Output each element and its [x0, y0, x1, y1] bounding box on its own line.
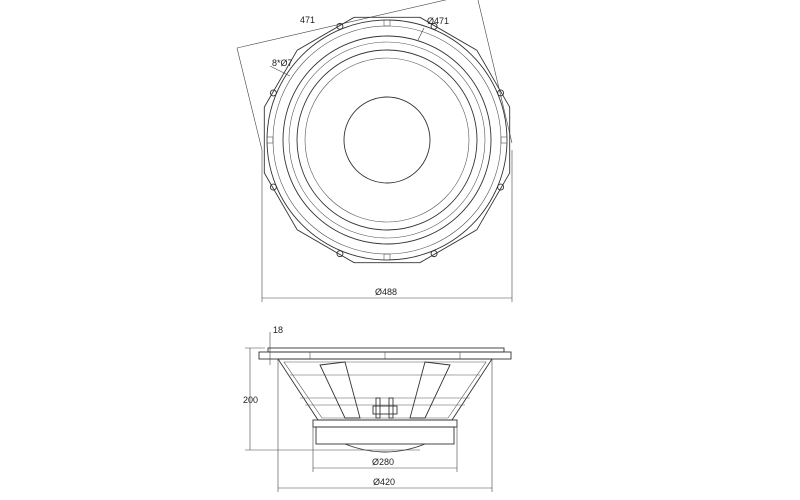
- basket: [277, 358, 493, 421]
- surround-ring: [296, 49, 478, 231]
- dust-cap: [343, 96, 431, 184]
- frame-outline: [263, 16, 511, 264]
- gasket-tab: [500, 136, 508, 144]
- mounting-hole: [336, 250, 344, 258]
- extension-line-left: [236, 47, 263, 151]
- leader-471: [417, 27, 425, 41]
- label-holes: 8*Ø7: [272, 58, 293, 68]
- gasket-tab: [383, 19, 391, 27]
- mounting-hole: [430, 250, 438, 258]
- basket-spoke: [409, 361, 451, 419]
- mounting-hole: [430, 22, 438, 30]
- label-471: 471: [300, 15, 315, 25]
- gasket-tab: [383, 253, 391, 261]
- basket-spoke: [319, 361, 361, 419]
- surround-ring: [288, 41, 486, 239]
- leader-holes: [269, 65, 291, 77]
- gasket-tab: [266, 136, 274, 144]
- extension-line-right: [477, 0, 513, 144]
- side-view: 18 200 Ø280 Ø420: [243, 325, 512, 492]
- gasket: [267, 347, 505, 353]
- surround-ring: [266, 19, 508, 261]
- mounting-hole: [269, 183, 277, 191]
- surround-ring: [272, 25, 502, 255]
- top-view: 471 Ø471 8*Ø7 Ø488: [236, 0, 513, 302]
- label-outer-diameter: Ø471: [427, 16, 449, 26]
- mounting-hole: [497, 89, 505, 97]
- mounting-hole: [336, 22, 344, 30]
- back-plate: [344, 443, 426, 453]
- magnet: [315, 426, 455, 445]
- mounting-hole: [269, 89, 277, 97]
- surround-ring: [304, 57, 470, 223]
- label-magnet-diameter: Ø280: [372, 457, 394, 467]
- label-basket-diameter: Ø420: [373, 477, 395, 487]
- label-flange-thickness: 18: [273, 325, 283, 335]
- surround-ring: [282, 35, 492, 245]
- magnet-top-plate: [312, 419, 458, 428]
- dimension-line-471: [236, 0, 447, 49]
- label-overall-diameter: Ø488: [375, 287, 397, 297]
- label-depth: 200: [243, 395, 258, 405]
- terminal-block: [372, 405, 398, 415]
- mounting-hole: [497, 183, 505, 191]
